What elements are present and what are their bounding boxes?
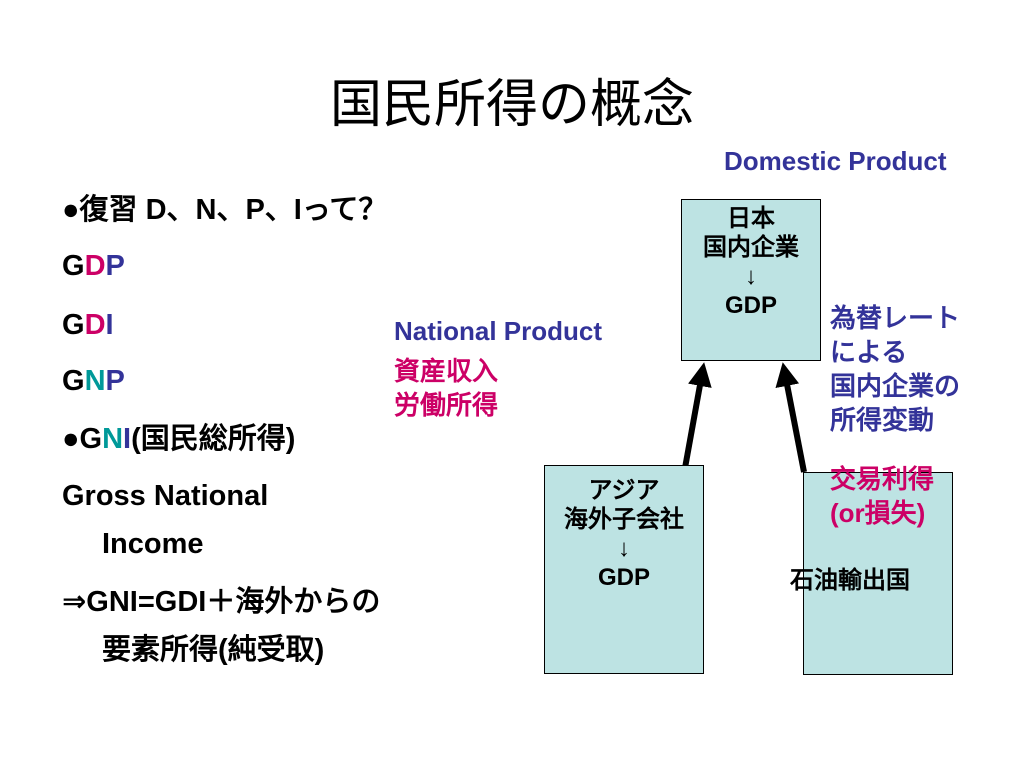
gni-bullet-g: ●G <box>62 423 103 455</box>
formula-line1: ⇒GNI=GDI＋海外からの <box>62 586 381 618</box>
asia-box-line1: アジア <box>588 477 660 504</box>
trade-line2: (or損失) <box>830 498 926 528</box>
asia-box-gdp: GDP <box>597 564 650 591</box>
gdi-i: I <box>105 309 114 341</box>
gni-rest: (国民総所得) <box>131 423 296 455</box>
asia-box: アジア 海外子会社 ↓ GDP <box>544 465 704 674</box>
national-product-label: National Product <box>394 316 603 346</box>
formula-line2: 要素所得(純受取) <box>102 634 325 666</box>
gross-line1: Gross National <box>62 480 269 512</box>
exchange-line1: 為替レート <box>830 303 961 333</box>
gdi-g: G <box>62 309 85 341</box>
japan-box-line1: 日本 <box>727 205 775 232</box>
gdi-d: D <box>84 309 106 341</box>
trade-gain-note: 交易利得 (or損失) <box>830 462 934 530</box>
bullet-gdi: GDI <box>62 311 114 340</box>
exchange-line4: 所得変動 <box>830 405 935 435</box>
domestic-product-label: Domestic Product <box>724 146 947 176</box>
asia-box-line2: 海外子会社 <box>564 506 684 533</box>
arrow-oil-to-japan <box>775 362 807 473</box>
exchange-line3: 国内企業の <box>830 371 961 401</box>
gdp-p: P <box>105 250 125 282</box>
oil-box <box>803 472 953 675</box>
arrow-asia-to-japan <box>682 362 712 469</box>
bullet-review: ●復習 D、N、P、Iって？ <box>62 194 388 226</box>
japan-box-line2: 国内企業 <box>703 234 799 261</box>
gnp-n: N <box>84 365 106 397</box>
gdp-d: D <box>84 250 106 282</box>
gdp-g: G <box>62 250 85 282</box>
np-items: 資産収入 労働所得 <box>394 354 498 422</box>
japan-box-arrow: ↓ <box>745 263 757 290</box>
exchange-rate-note: 為替レート による 国内企業の 所得変動 <box>830 301 960 437</box>
gni-i: I <box>123 423 132 455</box>
gnp-p: P <box>105 365 125 397</box>
gnp-g: G <box>62 365 85 397</box>
np-item-labor-income: 労働所得 <box>394 390 499 420</box>
bullet-gdp: GDP <box>62 252 125 281</box>
np-item-asset-income: 資産収入 <box>394 356 499 386</box>
slide-title: 国民所得の概念 <box>329 75 694 135</box>
exchange-line2: による <box>830 337 908 367</box>
trade-line1: 交易利得 <box>830 464 935 494</box>
gni-n: N <box>102 423 124 455</box>
gross-line2: Income <box>102 528 204 560</box>
japan-box-gdp: GDP <box>724 292 777 319</box>
bullet-gni: ●GNI(国民総所得) <box>62 425 295 454</box>
asia-box-arrow: ↓ <box>618 535 630 562</box>
japan-box: 日本 国内企業 ↓ GDP <box>681 199 821 361</box>
oil-exporter-label: 石油輸出国 <box>790 567 910 594</box>
bullet-gnp: GNP <box>62 367 125 396</box>
